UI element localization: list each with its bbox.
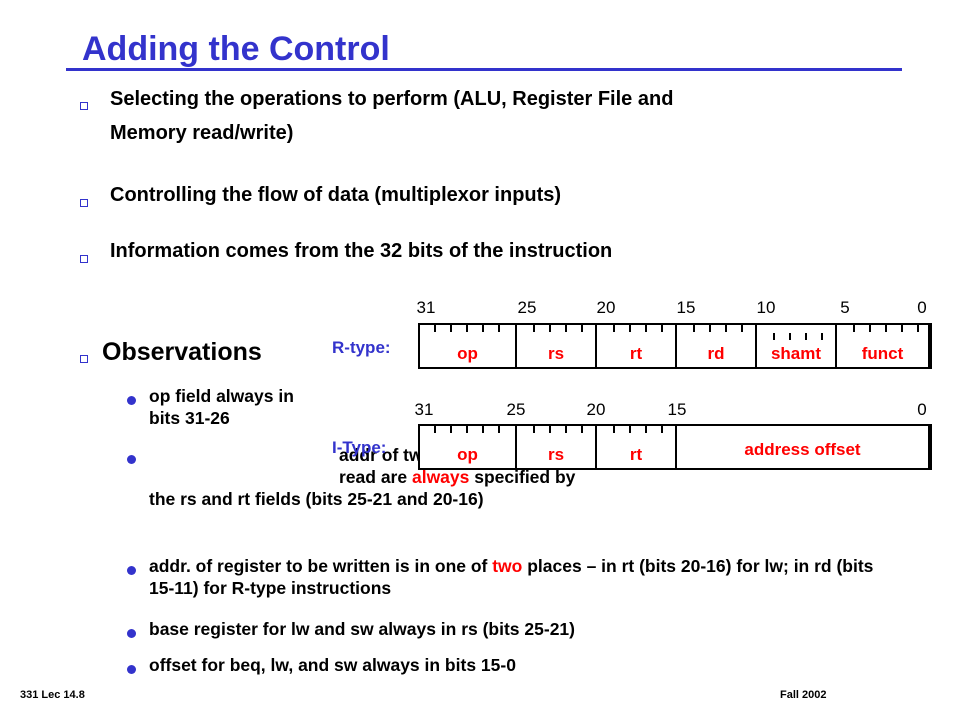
- bullet-1-line2: Memory read/write): [110, 122, 294, 144]
- footer-course: 331 Lec 14.8: [20, 689, 85, 701]
- bit-number: 20: [596, 298, 616, 317]
- observation-3: addr. of register to be written is in on…: [149, 556, 874, 598]
- footer-term: Fall 2002: [780, 689, 827, 701]
- i-type-bit-numbers: 31 25 20 15 0: [0, 400, 960, 422]
- bit-number: 31: [414, 400, 434, 419]
- bit-number: 15: [667, 400, 687, 419]
- i-field-address-offset: address offset: [677, 426, 930, 468]
- r-type-instruction-box: op rs rt rd shamt funct: [418, 323, 932, 369]
- highlight-two: two: [492, 556, 523, 576]
- highlight-always: always: [411, 467, 470, 487]
- title-underline: [66, 68, 902, 71]
- r-field-rs: rs: [517, 325, 597, 367]
- bullet-dot-icon: [127, 451, 136, 469]
- r-field-rt: rt: [597, 325, 677, 367]
- bit-number: 20: [586, 400, 606, 419]
- bullet-square-icon: [80, 194, 88, 212]
- i-type-label: I-Type:: [332, 438, 387, 457]
- r-field-funct: funct: [837, 325, 930, 367]
- bit-number: 10: [756, 298, 776, 317]
- bullet-square-icon: [80, 250, 88, 268]
- bit-number: 0: [917, 298, 927, 317]
- r-type-label: R-type:: [332, 338, 391, 357]
- bullet-square-icon: [80, 350, 88, 368]
- r-field-rd: rd: [677, 325, 757, 367]
- bit-number: 15: [676, 298, 696, 317]
- bullet-dot-icon: [127, 562, 136, 580]
- i-field-rt: rt: [597, 426, 677, 468]
- bullet-2: Controlling the flow of data (multiplexo…: [110, 184, 562, 206]
- r-field-op: op: [420, 325, 517, 367]
- bit-number: 0: [917, 400, 927, 419]
- i-type-instruction-box: op rs rt address offset: [418, 424, 932, 470]
- observations-heading: Observations: [102, 338, 262, 366]
- bit-number: 25: [506, 400, 526, 419]
- observation-5: offset for beq, lw, and sw always in bit…: [149, 655, 516, 675]
- i-field-op: op: [420, 426, 517, 468]
- i-field-rs: rs: [517, 426, 597, 468]
- observation-2: addr of two registers to be read are alw…: [149, 445, 576, 509]
- bullet-1-line1: Selecting the operations to perform (ALU…: [110, 88, 674, 110]
- bit-number: 25: [517, 298, 537, 317]
- observation-1: op field always in bits 31-26: [149, 386, 294, 428]
- bullet-dot-icon: [127, 392, 136, 410]
- bullet-3: Information comes from the 32 bits of th…: [110, 240, 613, 262]
- r-type-bit-numbers: 31 25 20 15 10 5 0: [0, 298, 960, 320]
- bullet-dot-icon: [127, 625, 136, 643]
- bit-number: 5: [840, 298, 850, 317]
- bit-number: 31: [416, 298, 436, 317]
- r-field-shamt: shamt: [757, 325, 837, 367]
- slide-title: Adding the Control: [82, 30, 390, 68]
- observation-4: base register for lw and sw always in rs…: [149, 619, 575, 639]
- bullet-square-icon: [80, 97, 88, 115]
- bullet-dot-icon: [127, 661, 136, 679]
